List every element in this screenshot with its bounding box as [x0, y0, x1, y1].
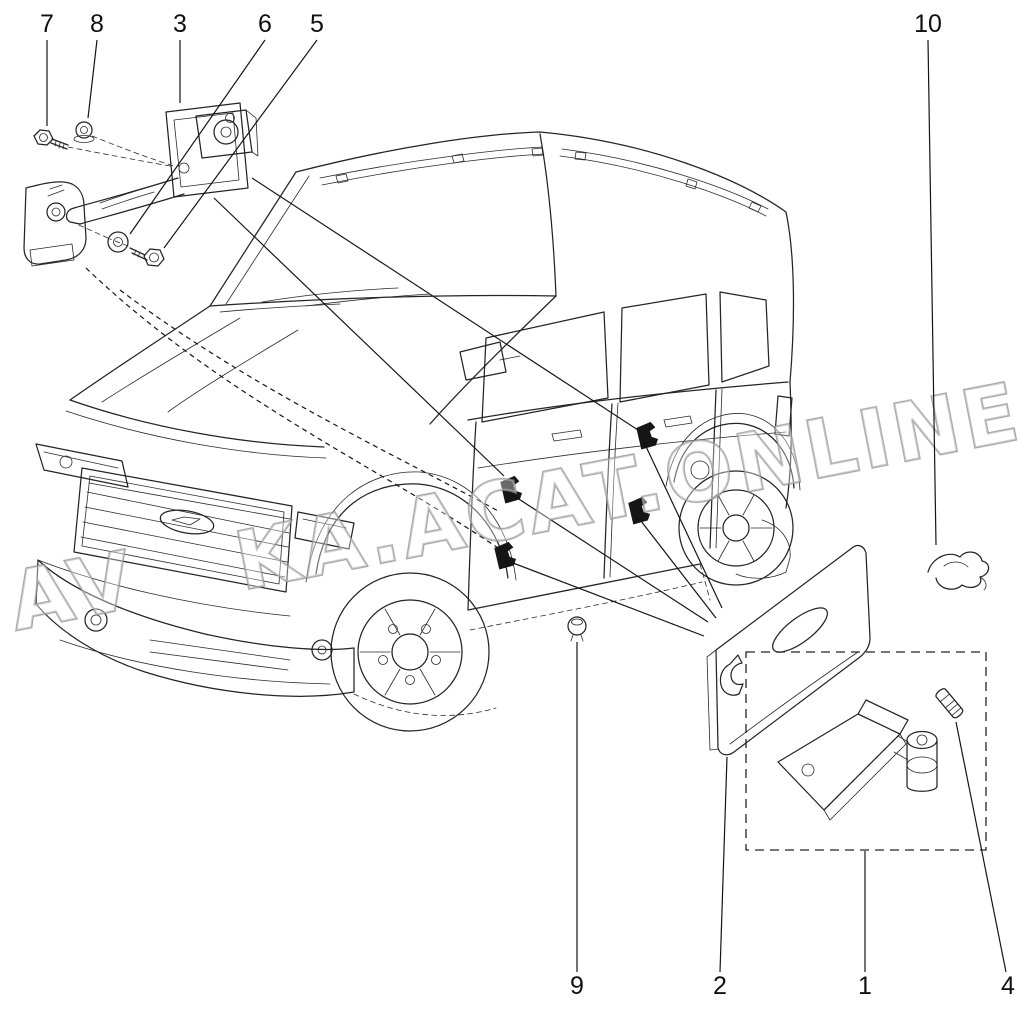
- bolt-part-7: [33, 129, 69, 150]
- front-bumper: [35, 559, 355, 697]
- callout-10: 10: [914, 10, 942, 38]
- front-door-upper-hinge: [500, 475, 523, 504]
- fog-lamp-right: [311, 639, 333, 661]
- plate-hook-cutout: [719, 654, 744, 696]
- brand-badge: [159, 509, 215, 535]
- vehicle-illustration: [35, 131, 801, 732]
- callout-2: 2: [713, 972, 727, 1000]
- detail-boundary-box: [745, 651, 987, 851]
- c-pillar: [709, 389, 717, 549]
- fog-lamp-left: [84, 608, 108, 632]
- front-door-handle: [551, 429, 583, 442]
- callout-3: 3: [173, 10, 187, 38]
- bracket-plate-part-2: [706, 544, 871, 756]
- bolt-part-5: [129, 247, 165, 267]
- callout-7: 7: [40, 10, 54, 38]
- washer-part-6: [107, 231, 129, 253]
- clip-part-10: [927, 551, 990, 591]
- rear-door-lower-hinge: [628, 496, 651, 525]
- leader-lines: [85, 177, 723, 637]
- front-door-window: [481, 311, 609, 423]
- callout-6: 6: [258, 10, 272, 38]
- plate-slot: [772, 607, 828, 653]
- watermark-text: KA.ACAT.ONLINE: [228, 365, 1029, 609]
- callouts: 7 8 3 6 5 10 9 2 1 4: [40, 10, 1015, 1000]
- grommet-part-9: [567, 616, 587, 642]
- taillight: [774, 395, 793, 437]
- rear-door-upper-hinge: [636, 421, 659, 450]
- check-strap-end-bracket: [23, 181, 87, 265]
- front-grille: [73, 467, 293, 593]
- rear-door-handle: [663, 415, 693, 428]
- rear-wheel: [665, 395, 801, 601]
- pin-part-4: [935, 688, 964, 719]
- callout-lines: [46, 39, 1007, 973]
- callout-1: 1: [858, 972, 872, 1000]
- quarter-window: [719, 291, 770, 383]
- callout-9: 9: [570, 972, 584, 1000]
- callout-8: 8: [90, 10, 104, 38]
- door-check-strap-assembly: [23, 102, 259, 267]
- side-mirror: [459, 341, 507, 381]
- check-strap-bracket: [165, 102, 249, 198]
- windshield: [209, 133, 557, 313]
- hood: [65, 295, 557, 459]
- b-pillar: [603, 403, 613, 579]
- front-door-edge: [467, 421, 477, 611]
- hinge-detail-part-1: [745, 651, 987, 851]
- headlights: [35, 443, 355, 550]
- door-hinges-on-vehicle: [494, 421, 659, 570]
- callout-5: 5: [310, 10, 324, 38]
- watermark-fragment: AV: [2, 533, 144, 648]
- front-wheel: [305, 471, 517, 732]
- roof-rails: [319, 146, 769, 217]
- fuel-cap: [690, 460, 710, 480]
- watermark: AV KA.ACAT.ONLINE: [1, 364, 1030, 650]
- check-strap-arm: [73, 177, 179, 209]
- callout-4: 4: [1001, 972, 1015, 1000]
- nut-part-8: [73, 121, 95, 143]
- rear-door-window: [619, 293, 710, 403]
